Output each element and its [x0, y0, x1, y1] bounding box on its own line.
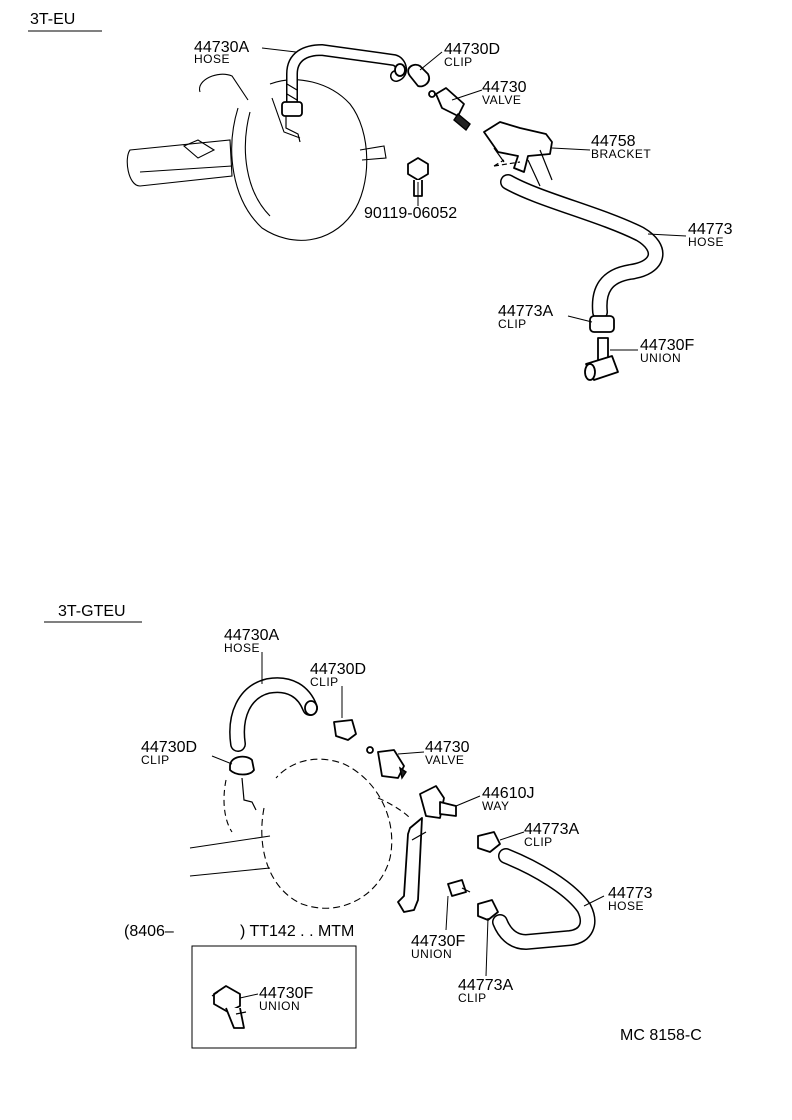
label-44773-bottom-number: 44773: [608, 885, 653, 902]
clip-44773a-bottom-upper: [477, 831, 501, 853]
clip-44730d-bottom-left: [229, 755, 255, 776]
clip-44773a-top: [589, 315, 615, 333]
label-44730d-bottom-left-number: 44730D: [141, 739, 197, 756]
label-44730-top-number: 44730: [482, 79, 527, 96]
label-44730d-bottom-left-name: CLIP: [141, 753, 170, 767]
inset-box: 44730F UNION: [191, 945, 357, 1049]
union-44730f-bottom: [447, 879, 471, 897]
label-44730d-top-number: 44730D: [444, 41, 500, 58]
label-44758-top-number: 44758: [591, 133, 636, 150]
label-44730d-bottom-upper-number: 44730D: [310, 661, 366, 678]
label-44730a-top-name: HOSE: [194, 52, 230, 66]
label-44773a-top-number: 44773A: [498, 303, 553, 320]
section-title-bottom: 3T-GTEU: [58, 603, 126, 620]
inset-leader-line: [239, 993, 259, 999]
section-title-top: 3T-EU: [30, 11, 75, 28]
label-44730a-bottom-name: HOSE: [224, 641, 260, 655]
hose-44730a-top: [286, 43, 407, 112]
clip-44730d-top: [407, 63, 430, 88]
label-44773a-bottom-lower-number: 44773A: [458, 977, 513, 994]
label-44730f-top-number: 44730F: [640, 337, 694, 354]
clip-booster-top: [281, 101, 303, 143]
label-44610j-bottom-number: 44610J: [482, 785, 535, 802]
way-44610j-bottom: [397, 785, 457, 913]
inset-caption-close: ) TT142 . . MTM: [240, 923, 354, 940]
label-44730d-top-name: CLIP: [444, 55, 473, 69]
valve-44730-bottom: [366, 746, 407, 780]
brake-booster-outline-bottom: [189, 758, 411, 909]
inset-caption-open: (8406–: [124, 923, 174, 940]
hose-44773-bottom: [492, 848, 596, 951]
clip-44730d-bottom-upper: [333, 719, 357, 741]
label-90119-top-number: 90119-06052: [364, 205, 457, 222]
label-44730f-bottom-number: 44730F: [411, 933, 465, 950]
label-44773-top-name: HOSE: [688, 235, 724, 249]
union-44730f-top: [584, 337, 619, 381]
label-44773-bottom-name: HOSE: [608, 899, 644, 913]
label-44730a-top-number: 44730A: [194, 39, 249, 56]
section-3t-eu: 3T-EU: [28, 11, 733, 381]
label-44730-bottom-number: 44730: [425, 739, 470, 756]
label-44773a-top-name: CLIP: [498, 317, 527, 331]
label-44730f-inset-number: 44730F: [259, 985, 313, 1002]
hose-44730a-bottom: [229, 677, 318, 752]
assembly-arrow-top: [493, 159, 521, 167]
label-44730a-bottom-number: 44730A: [224, 627, 279, 644]
bracket-44758-top: [483, 121, 553, 187]
label-44730-bottom-name: VALVE: [425, 753, 464, 767]
label-44773a-bottom-upper-name: CLIP: [524, 835, 553, 849]
label-44730f-top-name: UNION: [640, 351, 681, 365]
bolt-90119-top: [407, 157, 429, 197]
label-44730-top-name: VALVE: [482, 93, 521, 107]
label-44773-top-number: 44773: [688, 221, 733, 238]
label-44773a-bottom-lower-name: CLIP: [458, 991, 487, 1005]
label-44730f-inset-name: UNION: [259, 999, 300, 1013]
label-44773a-bottom-upper-number: 44773A: [524, 821, 579, 838]
label-44610j-bottom-name: WAY: [482, 799, 510, 813]
label-44730d-bottom-upper-name: CLIP: [310, 675, 339, 689]
label-44730f-bottom-name: UNION: [411, 947, 452, 961]
drawing-code: MC 8158-C: [620, 1027, 702, 1044]
label-44758-top-name: BRACKET: [591, 147, 651, 161]
brake-booster-outline-top: [126, 73, 387, 241]
valve-44730-top: [428, 87, 471, 132]
hose-44773-top: [500, 174, 664, 320]
section-3t-gteu: 3T-GTEU: [44, 603, 702, 1049]
leader-lines-bottom: [211, 652, 605, 977]
union-44730f-inset: [211, 985, 247, 1029]
clip-44773a-bottom-lower: [477, 899, 499, 921]
leader-lines-top: [261, 47, 687, 351]
